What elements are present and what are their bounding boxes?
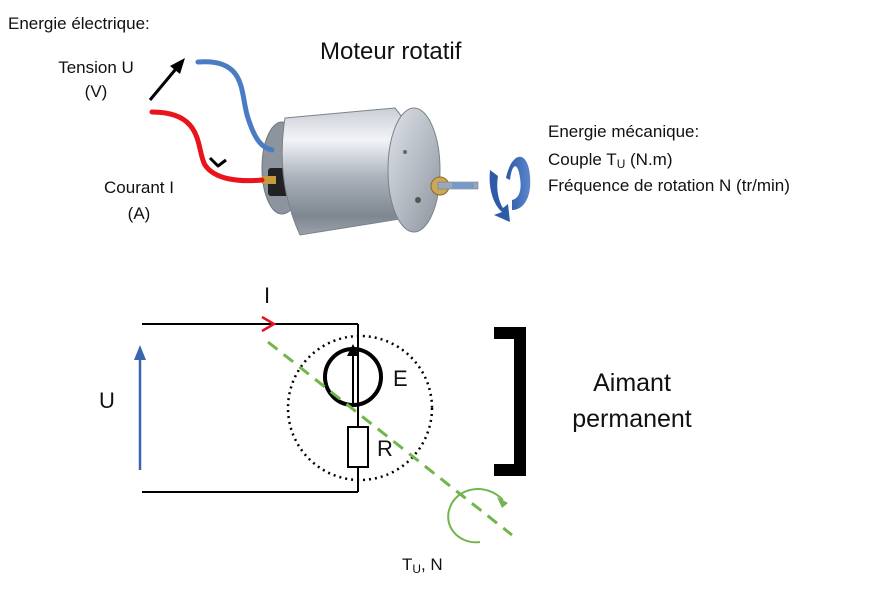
output-torque-speed-label: TU, N <box>402 555 443 576</box>
rotor-dotted-circle <box>286 334 434 482</box>
current-label: Courant I <box>104 178 174 197</box>
magnet-label-line1: Aimant <box>593 369 671 397</box>
motor-terminal-pin <box>262 176 276 184</box>
resistor <box>347 426 369 468</box>
torque-rotation-arrow-head <box>497 497 508 508</box>
circuit-voltage-label: U <box>99 388 115 413</box>
voltage-label: Tension U <box>58 58 134 77</box>
torque-label: Couple TU (N.m) <box>548 150 673 171</box>
emf-label: E <box>393 366 408 391</box>
circuit-voltage-arrow-head <box>134 345 146 360</box>
motor-screw-hole <box>403 150 407 154</box>
voltage-unit: (V) <box>84 82 108 101</box>
torque-rotation-arc <box>447 488 504 544</box>
page-title: Moteur rotatif <box>320 38 462 65</box>
rotation-speed-label: Fréquence de rotation N (tr/min) <box>548 176 790 195</box>
motor-illustration <box>261 107 479 236</box>
magnet-label-line2: permanent <box>572 405 692 433</box>
permanent-magnet <box>494 327 526 476</box>
circuit-current-arrow <box>261 315 277 333</box>
circuit <box>134 315 526 544</box>
rotation-arrow <box>489 156 531 222</box>
electrical-energy-heading: Energie électrique: <box>8 14 150 33</box>
motor-front-face <box>387 107 441 233</box>
red-wire <box>149 109 265 184</box>
mechanical-energy-heading: Energie mécanique: <box>548 122 700 141</box>
motor-bearing-hole <box>415 197 421 203</box>
circuit-current-label: I <box>264 283 271 308</box>
blue-wire <box>195 59 275 153</box>
resistance-label: R <box>377 436 393 461</box>
current-arrow <box>208 156 227 168</box>
shaft-axis <box>267 340 513 537</box>
voltage-arrow-head <box>170 58 185 74</box>
emf-arrow-head <box>347 344 359 356</box>
current-unit: (A) <box>127 204 151 223</box>
